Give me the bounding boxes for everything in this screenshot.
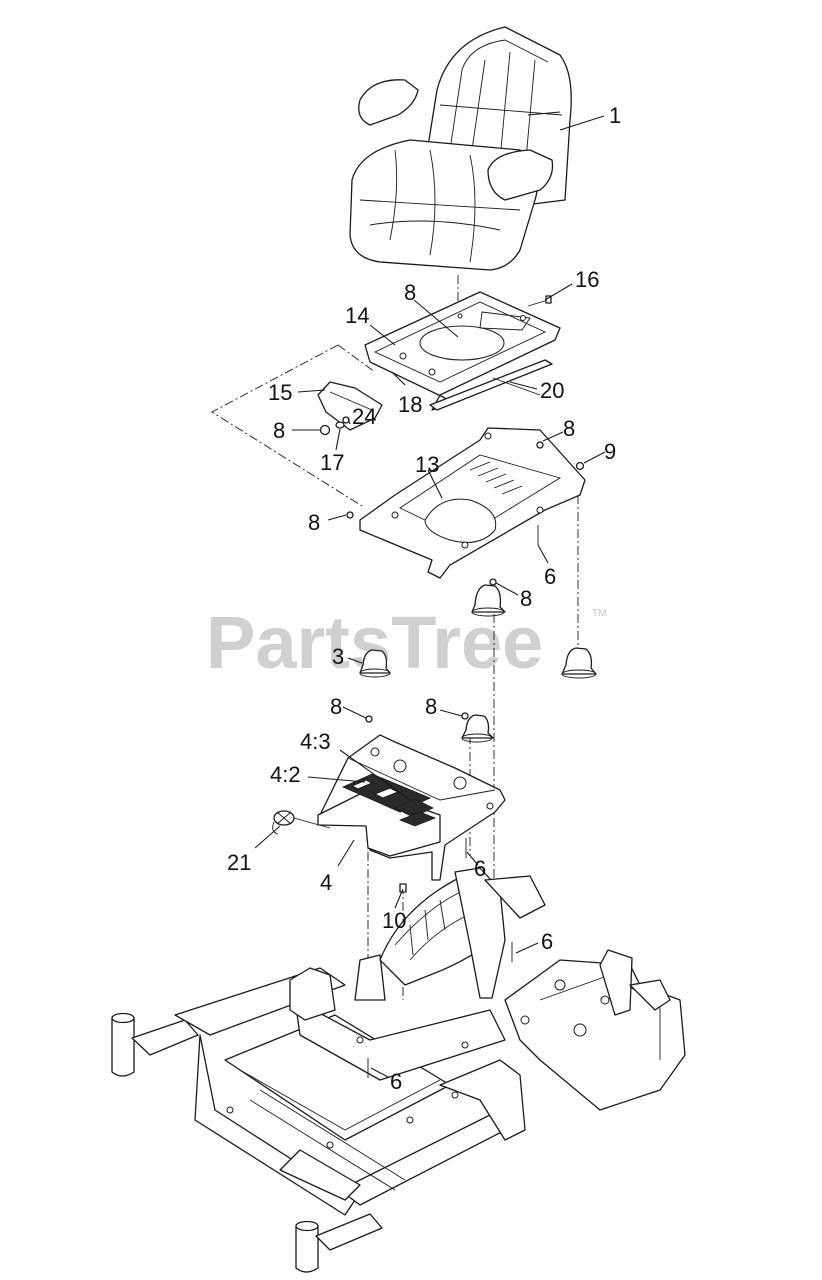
slide-rail[interactable] [429, 359, 553, 411]
nut-8-plate-left[interactable] [346, 511, 354, 519]
callout-9[interactable]: 9 [604, 439, 616, 464]
callout-3[interactable]: 3 [332, 644, 344, 669]
callout-8[interactable]: 8 [330, 694, 342, 719]
mower-frame[interactable] [111, 867, 686, 1273]
callout-8[interactable]: 8 [308, 510, 320, 535]
callout-8[interactable]: 8 [404, 280, 416, 305]
isolator-mount-front[interactable] [461, 714, 494, 743]
callout-6[interactable]: 6 [544, 564, 556, 589]
callout-16[interactable]: 16 [575, 267, 599, 292]
callout-4-2[interactable]: 4:2 [270, 762, 301, 787]
callout-8[interactable]: 8 [273, 418, 285, 443]
callout-8[interactable]: 8 [520, 586, 532, 611]
callout-13[interactable]: 13 [415, 452, 439, 477]
callout-1[interactable]: 1 [609, 103, 621, 128]
watermark-trademark: TM [592, 608, 606, 619]
callout-21[interactable]: 21 [227, 850, 251, 875]
isolator-mount-left[interactable] [359, 649, 391, 678]
callout-20[interactable]: 20 [540, 378, 564, 403]
bolt-10[interactable] [399, 883, 407, 893]
leader-lines [254, 115, 606, 1078]
callout-labels: 1 16 8 14 15 18 20 8 24 17 8 9 13 8 6 8 … [227, 103, 621, 1094]
callout-17[interactable]: 17 [320, 450, 344, 475]
callout-24[interactable]: 24 [352, 404, 376, 429]
spring-17[interactable] [335, 421, 345, 429]
latch-bracket[interactable] [317, 381, 383, 431]
callout-14[interactable]: 14 [345, 303, 369, 328]
nut-9[interactable] [575, 461, 585, 471]
seat-assembly[interactable] [349, 26, 572, 271]
bolt-16[interactable] [527, 295, 552, 307]
callout-15[interactable]: 15 [268, 380, 292, 405]
nut-8-mount-front[interactable] [461, 712, 469, 720]
callout-18[interactable]: 18 [398, 392, 422, 417]
callout-10[interactable]: 10 [382, 908, 406, 933]
suspension-plate[interactable] [359, 427, 586, 579]
nut-8-bracket[interactable] [319, 424, 331, 436]
nut-8-mount-left[interactable] [365, 715, 373, 723]
wire-harness-21[interactable] [272, 810, 331, 835]
callout-8[interactable]: 8 [563, 416, 575, 441]
callout-4-3[interactable]: 4:3 [300, 729, 331, 754]
callout-8[interactable]: 8 [425, 694, 437, 719]
seat-support-cover[interactable] [317, 734, 506, 881]
nut-8-plate-right[interactable] [536, 441, 544, 449]
callout-4[interactable]: 4 [320, 870, 332, 895]
isolator-mount-rear[interactable] [471, 584, 506, 617]
callout-6[interactable]: 6 [474, 856, 486, 881]
isolator-mount-right[interactable] [561, 647, 597, 679]
callout-6[interactable]: 6 [390, 1069, 402, 1094]
callout-6[interactable]: 6 [541, 929, 553, 954]
nut-8-mount-rear[interactable] [489, 578, 497, 586]
